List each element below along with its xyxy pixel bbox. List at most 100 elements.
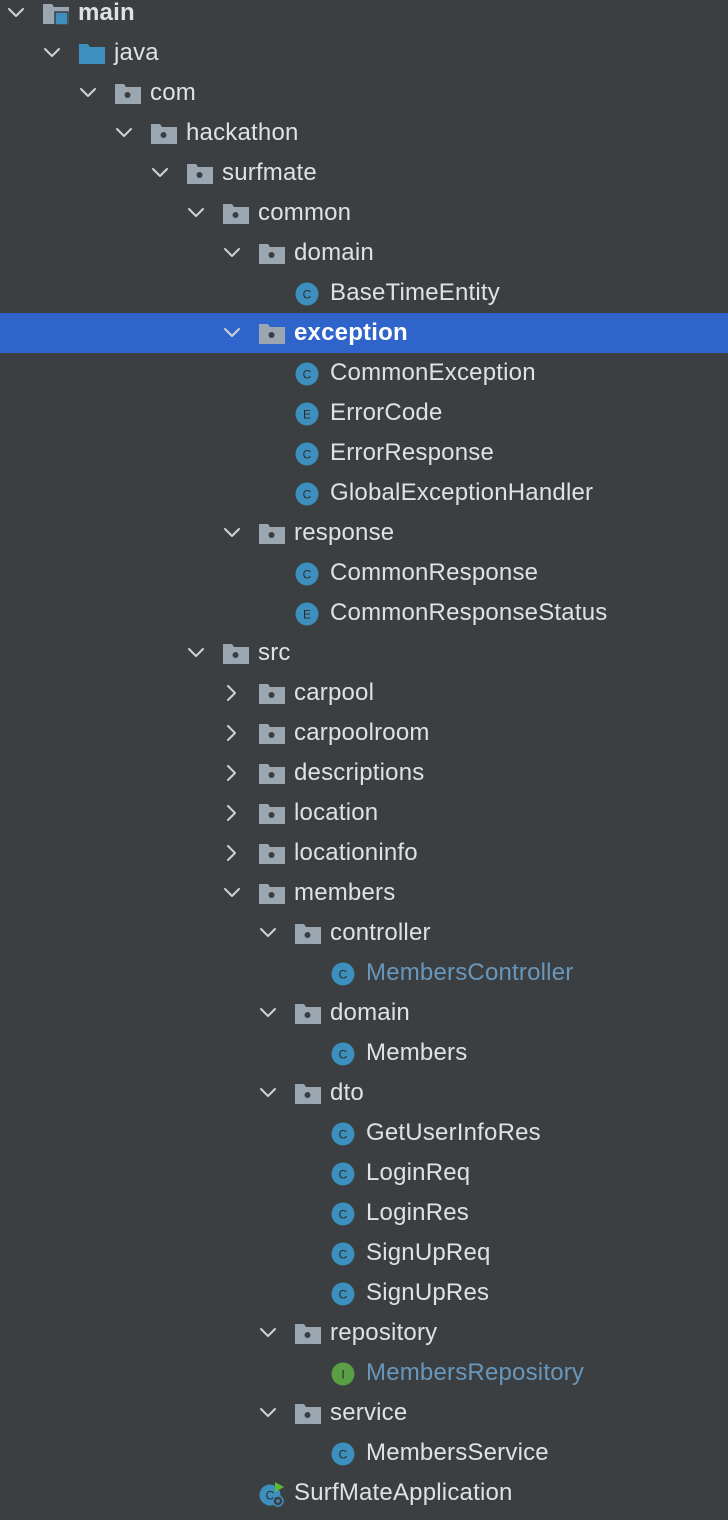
chevron-down-icon[interactable] — [8, 5, 24, 21]
tree-row-basetimeentity[interactable]: C BaseTimeEntity — [0, 273, 728, 313]
chevron-down-icon[interactable] — [188, 205, 204, 221]
chevron-down-icon[interactable] — [224, 325, 240, 341]
tree-row-response[interactable]: response — [0, 513, 728, 553]
tree-item-label: ErrorCode — [330, 399, 443, 426]
tree-row-members[interactable]: C Members — [0, 1033, 728, 1073]
tree-item-label: carpool — [294, 679, 375, 706]
chevron-right-icon[interactable] — [224, 765, 240, 781]
tree-row-exception[interactable]: exception — [0, 313, 728, 353]
svg-text:C: C — [339, 968, 348, 982]
tree-row-src[interactable]: src — [0, 633, 728, 673]
tree-row-controller[interactable]: controller — [0, 913, 728, 953]
package-icon — [222, 201, 250, 227]
chevron-down-icon[interactable] — [260, 925, 276, 941]
svg-text:C: C — [303, 568, 312, 582]
tree-row-common[interactable]: common — [0, 193, 728, 233]
svg-text:C: C — [339, 1448, 348, 1462]
tree-row-surfmate[interactable]: surfmate — [0, 153, 728, 193]
class-icon: C — [330, 1041, 358, 1067]
svg-text:C: C — [303, 488, 312, 502]
chevron-down-icon[interactable] — [260, 1405, 276, 1421]
tree-row-carpool[interactable]: carpool — [0, 673, 728, 713]
tree-item-label: service — [330, 1399, 408, 1426]
svg-text:E: E — [303, 408, 311, 422]
tree-item-label: src — [258, 639, 291, 666]
tree-row-locationinfo[interactable]: locationinfo — [0, 833, 728, 873]
tree-item-label: SignUpRes — [366, 1279, 490, 1306]
tree-item-label: com — [150, 79, 196, 106]
package-icon — [294, 1081, 322, 1107]
package-icon — [258, 841, 286, 867]
tree-row-com[interactable]: com — [0, 73, 728, 113]
chevron-down-icon[interactable] — [152, 165, 168, 181]
chevron-right-icon[interactable] — [224, 845, 240, 861]
tree-row-dto[interactable]: dto — [0, 1073, 728, 1113]
tree-item-label: SignUpReq — [366, 1239, 491, 1266]
tree-item-label: MembersRepository — [366, 1359, 585, 1386]
tree-row-repository[interactable]: repository — [0, 1313, 728, 1353]
tree-row-membersservice[interactable]: C MembersService — [0, 1433, 728, 1473]
tree-row-errorcode[interactable]: E ErrorCode — [0, 393, 728, 433]
chevron-right-icon[interactable] — [224, 805, 240, 821]
tree-row-domain[interactable]: domain — [0, 993, 728, 1033]
svg-text:C: C — [339, 1168, 348, 1182]
chevron-down-icon[interactable] — [188, 645, 204, 661]
svg-text:E: E — [303, 608, 311, 622]
chevron-down-icon[interactable] — [260, 1325, 276, 1341]
tree-row-main[interactable]: main — [0, 0, 728, 33]
tree-row-members[interactable]: members — [0, 873, 728, 913]
tree-row-location[interactable]: location — [0, 793, 728, 833]
tree-row-hackathon[interactable]: hackathon — [0, 113, 728, 153]
tree-row-service[interactable]: service — [0, 1393, 728, 1433]
tree-row-domain[interactable]: domain — [0, 233, 728, 273]
chevron-down-icon[interactable] — [260, 1005, 276, 1021]
tree-item-label: descriptions — [294, 759, 425, 786]
package-icon — [114, 81, 142, 107]
tree-row-descriptions[interactable]: descriptions — [0, 753, 728, 793]
svg-text:C: C — [303, 288, 312, 302]
class-icon: C — [330, 961, 358, 987]
chevron-down-icon[interactable] — [116, 125, 132, 141]
tree-row-commonresponsestatus[interactable]: E CommonResponseStatus — [0, 593, 728, 633]
chevron-down-icon[interactable] — [260, 1085, 276, 1101]
tree-item-label: main — [78, 0, 135, 26]
chevron-right-icon[interactable] — [224, 725, 240, 741]
tree-item-label: CommonException — [330, 359, 536, 386]
tree-item-label: Members — [366, 1039, 468, 1066]
class-icon: C — [330, 1161, 358, 1187]
tree-item-label: GlobalExceptionHandler — [330, 479, 594, 506]
tree-row-carpoolroom[interactable]: carpoolroom — [0, 713, 728, 753]
tree-item-label: MembersService — [366, 1439, 549, 1466]
chevron-down-icon[interactable] — [224, 885, 240, 901]
package-icon — [258, 721, 286, 747]
tree-row-java[interactable]: java — [0, 33, 728, 73]
svg-text:C: C — [339, 1048, 348, 1062]
class-icon: C — [294, 281, 322, 307]
chevron-down-icon[interactable] — [44, 45, 60, 61]
tree-row-globalexceptionhandler[interactable]: C GlobalExceptionHandler — [0, 473, 728, 513]
package-icon — [186, 161, 214, 187]
chevron-down-icon[interactable] — [224, 245, 240, 261]
tree-row-signupres[interactable]: C SignUpRes — [0, 1273, 728, 1313]
tree-item-label: CommonResponseStatus — [330, 599, 608, 626]
package-icon — [294, 1321, 322, 1347]
package-icon — [258, 761, 286, 787]
tree-item-label: hackathon — [186, 119, 299, 146]
tree-item-label: domain — [294, 239, 374, 266]
chevron-right-icon[interactable] — [224, 685, 240, 701]
svg-text:C: C — [339, 1288, 348, 1302]
tree-item-label: BaseTimeEntity — [330, 279, 500, 306]
chevron-down-icon[interactable] — [224, 525, 240, 541]
chevron-down-icon[interactable] — [80, 85, 96, 101]
